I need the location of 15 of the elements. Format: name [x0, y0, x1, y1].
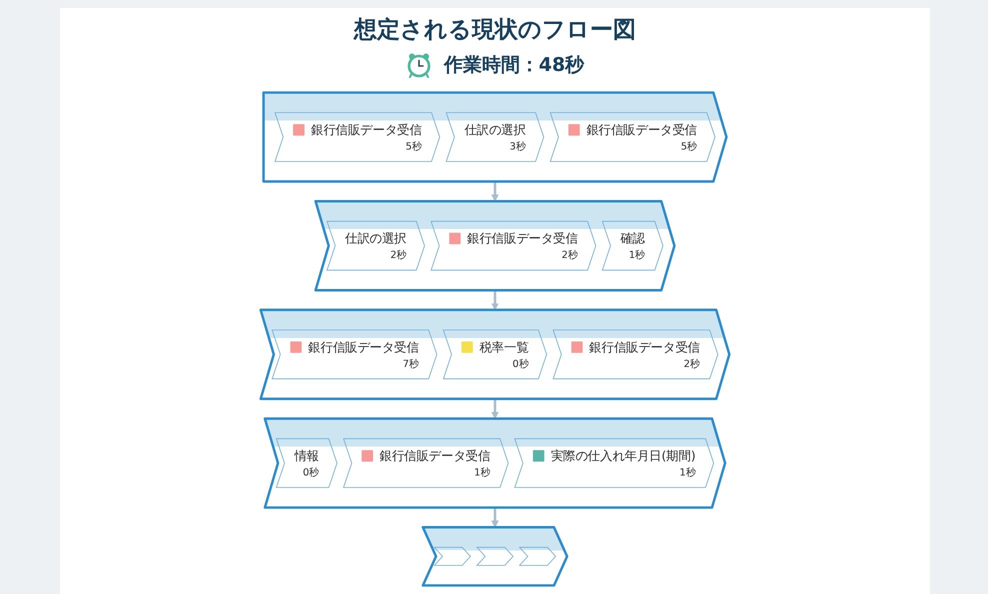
cluster: [259, 308, 731, 400]
node-chevron: [433, 546, 471, 566]
total-time-label: 作業時間：48秒: [444, 52, 584, 78]
cluster: [314, 200, 676, 292]
cluster: [262, 91, 728, 183]
cluster: [422, 526, 568, 587]
cluster: [264, 417, 726, 509]
content-panel: 想定される現状のフロー図 作業時間：48秒 情報 0秒 銀行信販データ受信 1秒 実際の仕入れ年月日(期間) 1秒 銀行信販データ受信 7秒 税率一覧 0秒 銀行信販データ受信 2秒 仕訳の選択 2秒 銀行信販データ受信 2秒 確認 1秒 銀行信販データ受信 5秒 仕訳の選択 3秒 銀行信販データ受信 5秒: [60, 8, 930, 594]
node-chevron: [518, 546, 556, 566]
arrow: [491, 182, 499, 202]
node-chevron: [476, 546, 514, 566]
title: 想定される現状のフロー図: [354, 16, 636, 45]
arrow: [491, 508, 499, 528]
arrow: [491, 290, 499, 310]
arrow: [491, 398, 499, 419]
